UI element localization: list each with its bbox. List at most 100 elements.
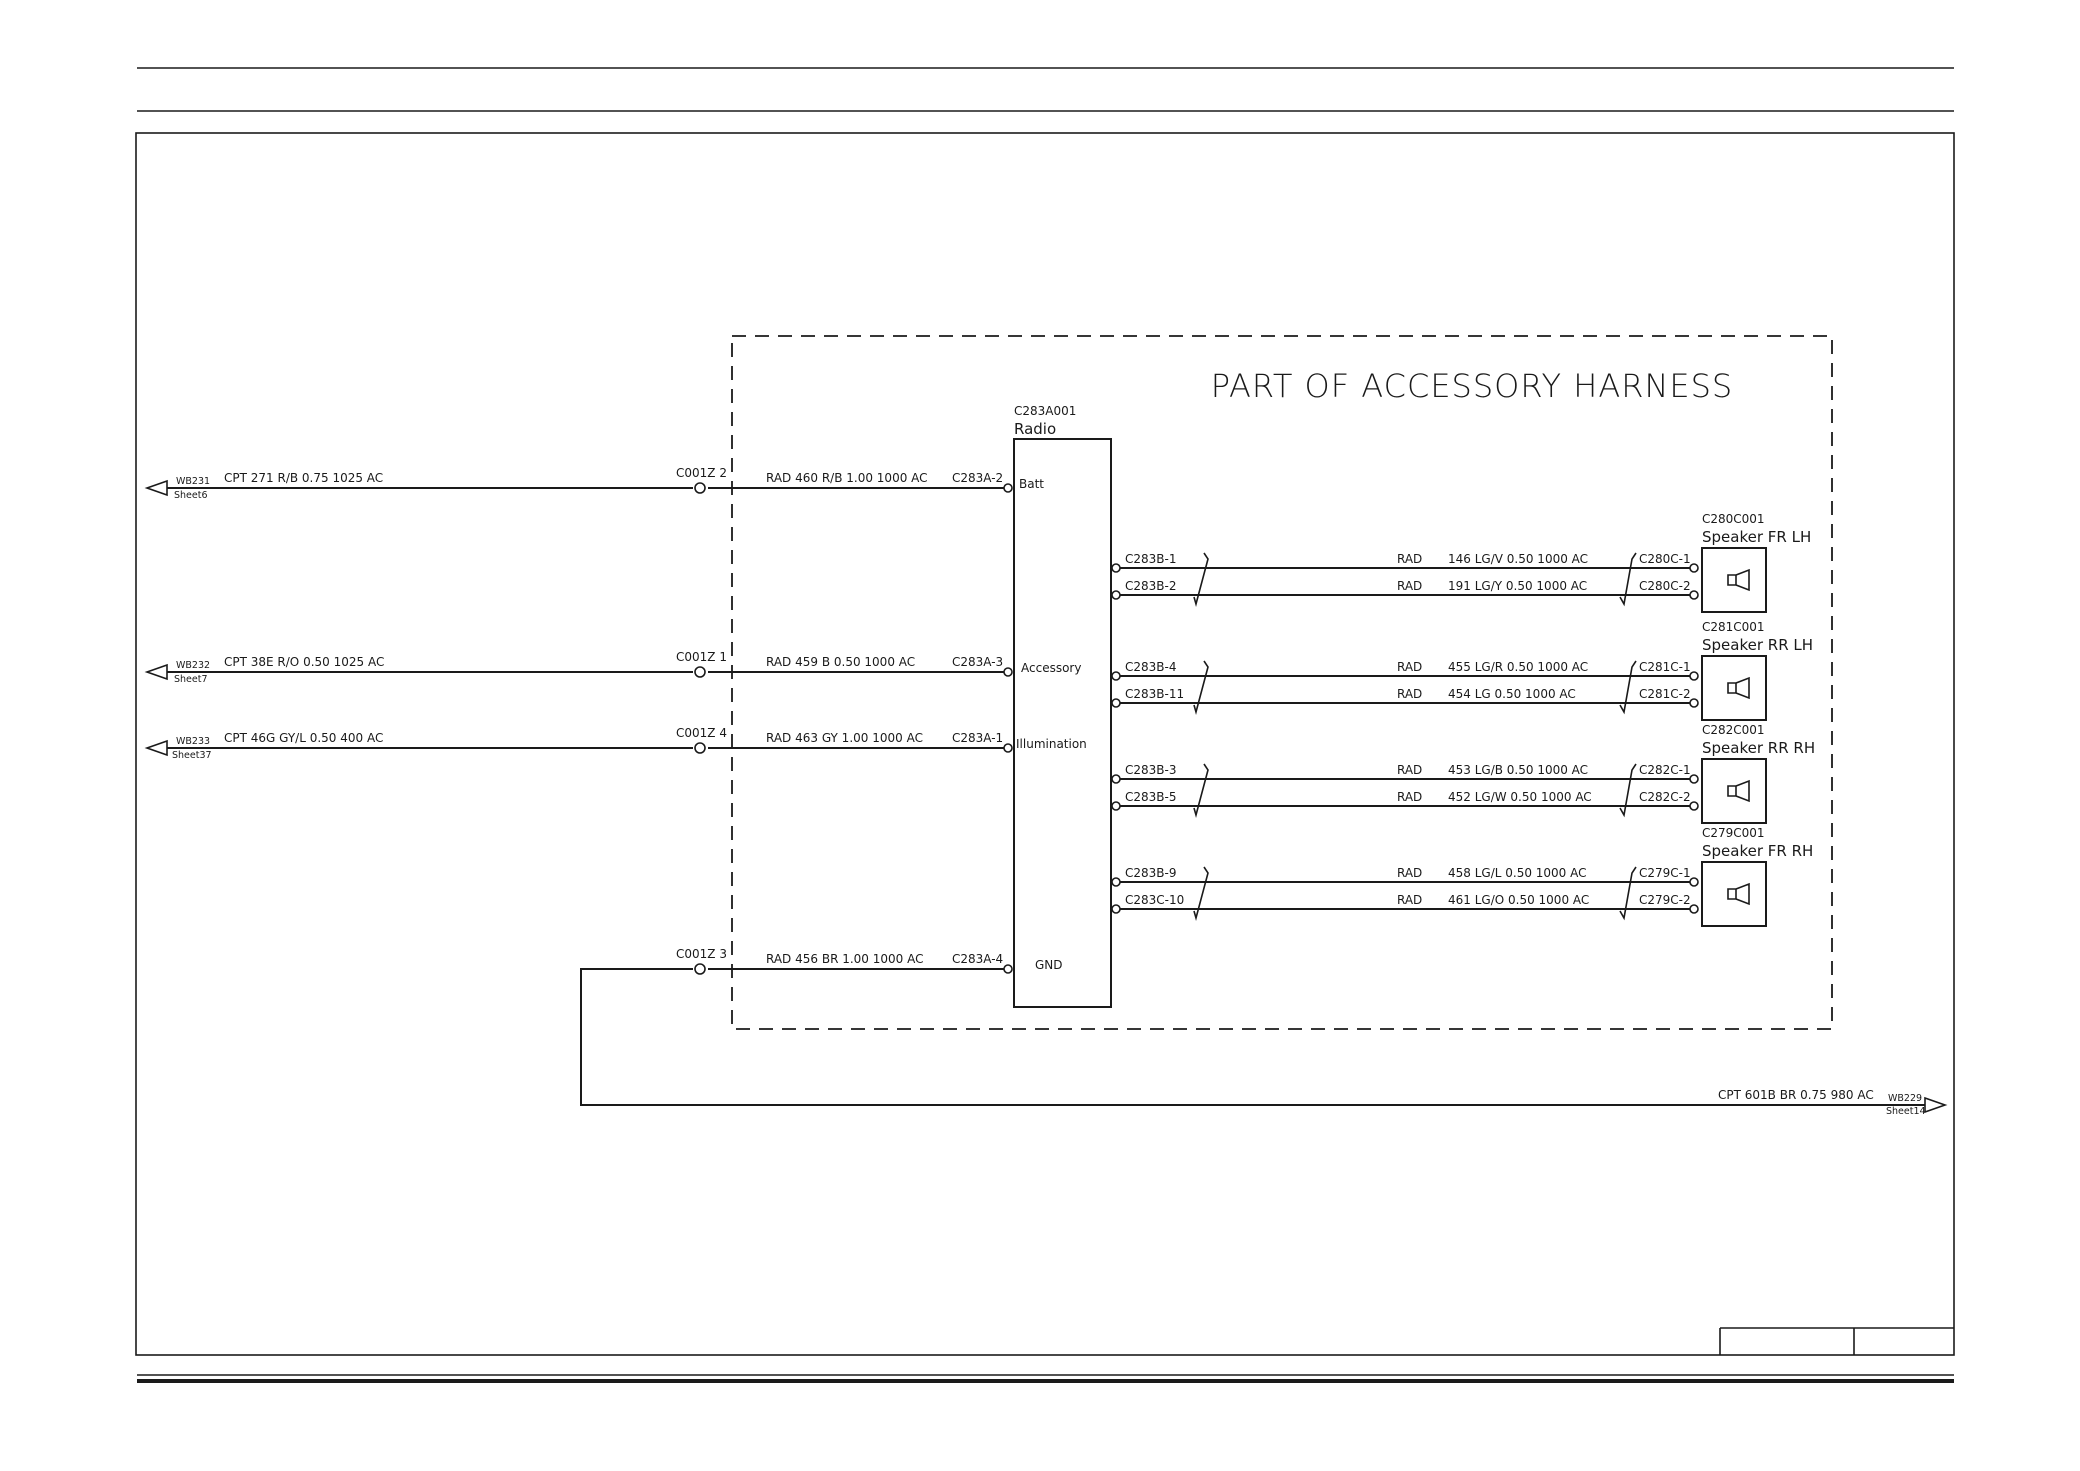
wire-code: RAD bbox=[1397, 579, 1422, 593]
offpage-sheet: Sheet7 bbox=[174, 674, 208, 685]
wire-label: CPT 601B BR 0.75 980 AC bbox=[1718, 1088, 1874, 1102]
rad-wire-label: RAD 456 BR 1.00 1000 AC bbox=[766, 952, 923, 966]
harness-break-icon bbox=[1619, 763, 1637, 818]
left-wire-illumination: WB233 Sheet37 CPT 46G GY/L 0.50 400 AC C… bbox=[144, 726, 1013, 761]
speaker-name: Speaker RR LH bbox=[1702, 636, 1813, 654]
drawing-border bbox=[135, 132, 1955, 1356]
wire-code: RAD bbox=[1397, 893, 1422, 907]
wire-from: C283B-9 bbox=[1125, 866, 1176, 880]
pin-connector-icon bbox=[1111, 563, 1121, 573]
wire-to: C281C-2 bbox=[1639, 687, 1691, 701]
wire-from: C283B-5 bbox=[1125, 790, 1176, 804]
wire-desc: 146 LG/V 0.50 1000 AC bbox=[1448, 552, 1588, 566]
accessory-harness-boundary bbox=[731, 335, 1833, 1030]
pin-connector-icon bbox=[1111, 698, 1121, 708]
pin-connector-icon bbox=[1111, 590, 1121, 600]
wire-desc: 454 LG 0.50 1000 AC bbox=[1448, 687, 1576, 701]
speaker-icon bbox=[1727, 676, 1750, 700]
speaker-icon bbox=[1727, 568, 1750, 592]
offpage-ref: WB232 bbox=[176, 660, 210, 671]
radio-pin-batt: Batt bbox=[1019, 477, 1044, 491]
pin-connector-icon bbox=[1689, 877, 1699, 887]
speaker-box bbox=[1701, 547, 1767, 613]
wire-desc: 461 LG/O 0.50 1000 AC bbox=[1448, 893, 1589, 907]
speaker-name: Speaker FR LH bbox=[1702, 528, 1811, 546]
harness-break-icon bbox=[1193, 552, 1209, 608]
wire-from: C283B-1 bbox=[1125, 552, 1176, 566]
harness-break-icon bbox=[1619, 552, 1637, 607]
wire-label: CPT 271 R/B 0.75 1025 AC bbox=[224, 471, 383, 485]
wire-from: C283B-11 bbox=[1125, 687, 1184, 701]
splice-connector-icon bbox=[694, 742, 706, 754]
wire-desc: 453 LG/B 0.50 1000 AC bbox=[1448, 763, 1588, 777]
splice-connector-icon bbox=[694, 482, 706, 494]
radio-name: Radio bbox=[1014, 420, 1056, 438]
wire-code: RAD bbox=[1397, 660, 1422, 674]
pin-connector-icon bbox=[1689, 671, 1699, 681]
harness-break-icon bbox=[1619, 660, 1637, 715]
wire-desc: 452 LG/W 0.50 1000 AC bbox=[1448, 790, 1592, 804]
title-block bbox=[1719, 1327, 1954, 1355]
splice-label: C001Z 1 bbox=[676, 650, 727, 664]
speaker-box bbox=[1701, 655, 1767, 721]
pin-connector-icon bbox=[1111, 801, 1121, 811]
wire-code: RAD bbox=[1397, 790, 1422, 804]
wire-code: RAD bbox=[1397, 866, 1422, 880]
speaker-id: C279C001 bbox=[1702, 826, 1765, 840]
rad-wire-label: RAD 460 R/B 1.00 1000 AC bbox=[766, 471, 928, 485]
pin-connector-icon bbox=[1111, 877, 1121, 887]
wire-label: CPT 38E R/O 0.50 1025 AC bbox=[224, 655, 384, 669]
radio-box bbox=[1013, 438, 1112, 1008]
wire-from: C283C-10 bbox=[1125, 893, 1184, 907]
pin-connector-icon bbox=[1003, 483, 1013, 493]
offpage-ref: WB233 bbox=[176, 736, 210, 747]
offpage-ref: WB231 bbox=[176, 476, 210, 487]
harness-break-icon bbox=[1619, 866, 1637, 921]
speaker-icon bbox=[1727, 882, 1750, 906]
offpage-sheet: Sheet37 bbox=[172, 750, 212, 761]
pin-label: C283A-3 bbox=[952, 655, 1003, 669]
left-wire-accessory: WB232 Sheet7 CPT 38E R/O 0.50 1025 AC C0… bbox=[144, 650, 1013, 685]
speaker-box bbox=[1701, 758, 1767, 824]
speaker-fr-lh: C280C001 Speaker FR LH C283B-1 RAD 146 L… bbox=[1111, 512, 1811, 613]
pin-connector-icon bbox=[1689, 563, 1699, 573]
speaker-name: Speaker RR RH bbox=[1702, 739, 1815, 757]
offpage-sheet: Sheet6 bbox=[174, 490, 208, 501]
wire-from: C283B-4 bbox=[1125, 660, 1176, 674]
speaker-rr-rh: C282C001 Speaker RR RH C283B-3 RAD 453 L… bbox=[1111, 723, 1815, 824]
speaker-id: C282C001 bbox=[1702, 723, 1765, 737]
speaker-icon bbox=[1727, 779, 1750, 803]
radio-id: C283A001 bbox=[1014, 404, 1076, 418]
radio-pin-illumination: Illumination bbox=[1016, 737, 1087, 751]
pin-connector-icon bbox=[1689, 904, 1699, 914]
harness-break-icon bbox=[1193, 763, 1209, 819]
pin-connector-icon bbox=[1003, 743, 1013, 753]
pin-connector-icon bbox=[1689, 774, 1699, 784]
pin-connector-icon bbox=[1003, 964, 1013, 974]
left-wire-batt: WB231 Sheet6 CPT 271 R/B 0.75 1025 AC C0… bbox=[144, 466, 1013, 501]
wire-label: CPT 46G GY/L 0.50 400 AC bbox=[224, 731, 383, 745]
wire-to: C282C-2 bbox=[1639, 790, 1691, 804]
pin-connector-icon bbox=[1111, 671, 1121, 681]
wire-code: RAD bbox=[1397, 763, 1422, 777]
wire-to: C280C-2 bbox=[1639, 579, 1691, 593]
wire-from: C283B-3 bbox=[1125, 763, 1176, 777]
harness-break-icon bbox=[1193, 660, 1209, 716]
wire-desc: 455 LG/R 0.50 1000 AC bbox=[1448, 660, 1588, 674]
pin-connector-icon bbox=[1003, 667, 1013, 677]
offpage-sheet: Sheet14 bbox=[1886, 1106, 1926, 1117]
harness-break-icon bbox=[1193, 866, 1209, 922]
pin-connector-icon bbox=[1111, 904, 1121, 914]
wire-to: C279C-2 bbox=[1639, 893, 1691, 907]
wire-to: C282C-1 bbox=[1639, 763, 1691, 777]
offpage-ref: WB229 bbox=[1888, 1093, 1922, 1104]
offpage-arrow-icon bbox=[144, 739, 168, 757]
wire-to: C280C-1 bbox=[1639, 552, 1691, 566]
pin-label: C283A-4 bbox=[952, 952, 1003, 966]
pin-connector-icon bbox=[1689, 801, 1699, 811]
offpage-arrow-icon bbox=[144, 663, 168, 681]
pin-connector-icon bbox=[1689, 590, 1699, 600]
pin-connector-icon bbox=[1111, 774, 1121, 784]
speaker-id: C280C001 bbox=[1702, 512, 1765, 526]
